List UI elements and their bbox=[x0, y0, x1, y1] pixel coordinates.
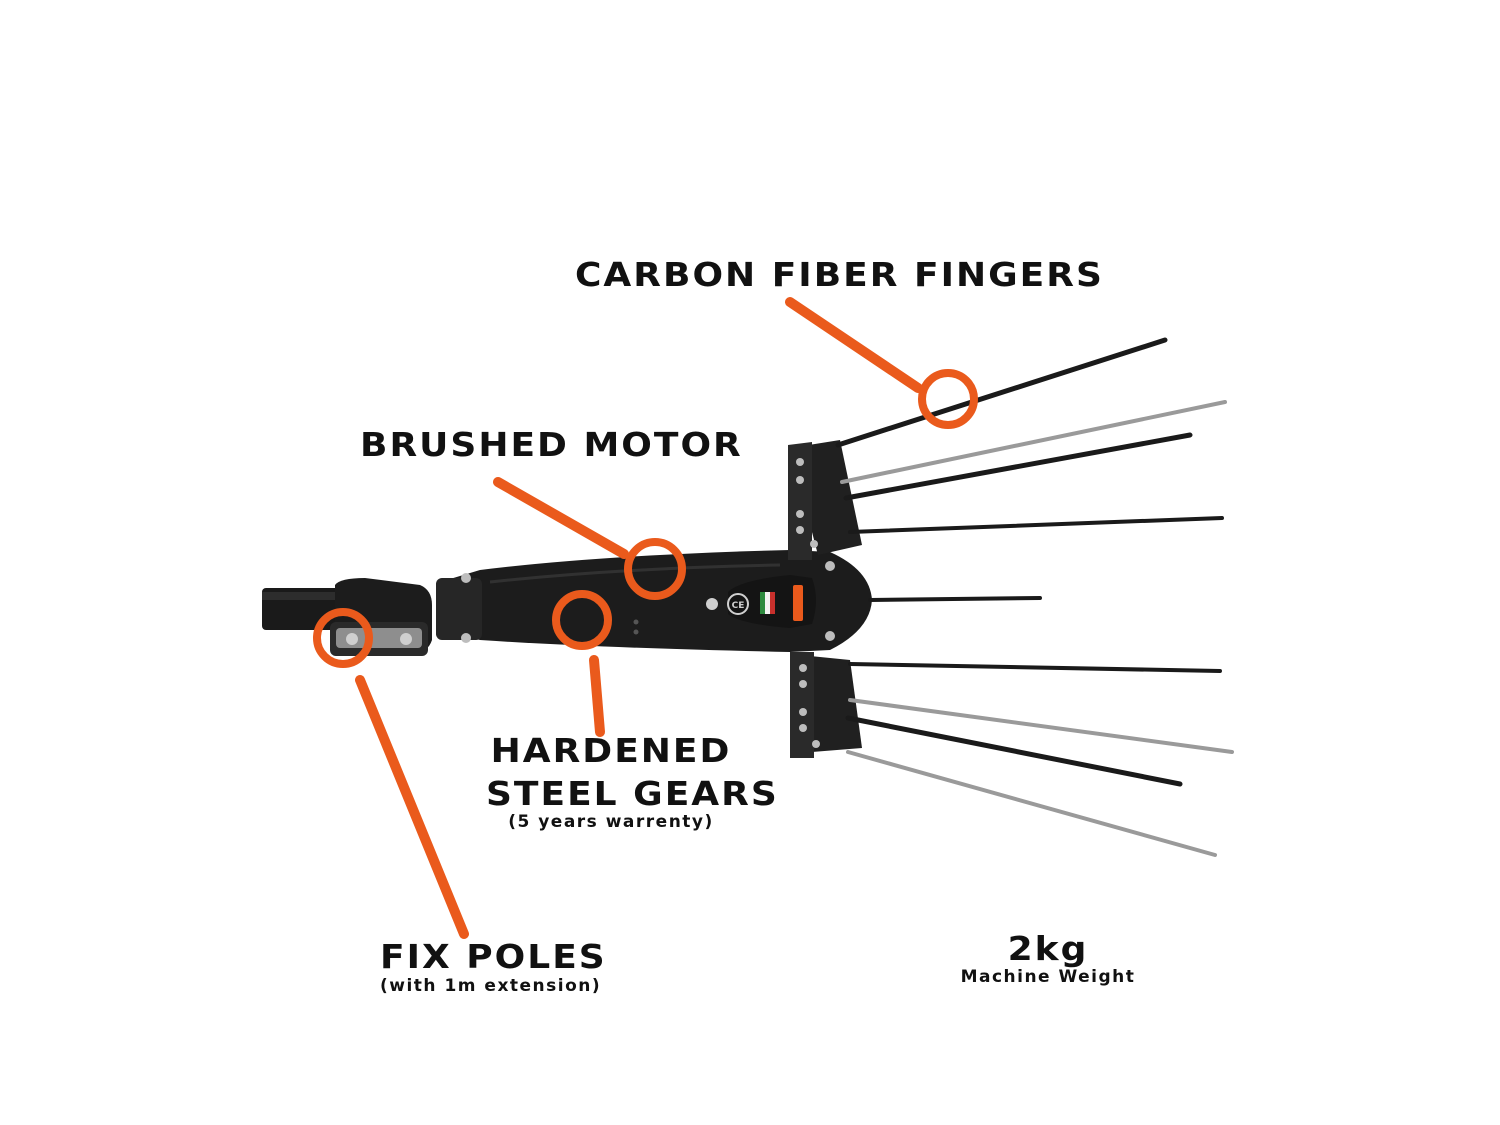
finger-rod bbox=[845, 715, 1183, 787]
ce-badge-text: CE bbox=[732, 601, 745, 611]
finger-rod bbox=[846, 750, 1217, 857]
weight-caption: Machine Weight bbox=[960, 967, 1136, 987]
pole-clamp bbox=[330, 578, 432, 656]
carbon-fingers bbox=[835, 337, 1234, 857]
orange-ring-icon bbox=[918, 369, 978, 429]
finger-rod bbox=[848, 516, 1224, 534]
weight-value: 2kg bbox=[1007, 930, 1089, 969]
finger-rod bbox=[848, 662, 1222, 673]
hardened-gears-note: (5 years warrenty) bbox=[508, 812, 714, 832]
finger-rod bbox=[868, 596, 1042, 602]
carbon-fiber-fingers-label: CARBON FIBER FINGERS bbox=[575, 256, 1104, 295]
callouts bbox=[313, 297, 978, 939]
finger-rod bbox=[848, 698, 1234, 754]
fix-poles-label: FIX POLES bbox=[380, 938, 607, 977]
motor-housing bbox=[436, 550, 872, 652]
finger-rod bbox=[835, 337, 1168, 448]
lower-finger-bracket bbox=[790, 652, 862, 758]
pole bbox=[262, 588, 342, 630]
callout-line-gears bbox=[589, 655, 605, 737]
orange-ring-icon bbox=[552, 590, 612, 650]
brand-logo-panel bbox=[728, 575, 816, 628]
hardened-gears-line2: STEEL GEARS bbox=[486, 775, 779, 814]
callout-line-motor bbox=[493, 477, 629, 559]
callout-line-fingers bbox=[785, 297, 923, 393]
fix-poles-note: (with 1m extension) bbox=[380, 976, 602, 996]
ce-badge bbox=[727, 593, 749, 615]
upper-finger-bracket bbox=[788, 440, 862, 560]
finger-rod bbox=[840, 400, 1227, 484]
orange-ring-icon bbox=[313, 608, 373, 668]
hardened-gears-line1: HARDENED bbox=[490, 732, 732, 771]
orange-ring-icon bbox=[624, 538, 686, 600]
finger-rod bbox=[843, 432, 1193, 501]
brushed-motor-label: BRUSHED MOTOR bbox=[360, 426, 743, 465]
callout-line-poles bbox=[355, 675, 469, 939]
